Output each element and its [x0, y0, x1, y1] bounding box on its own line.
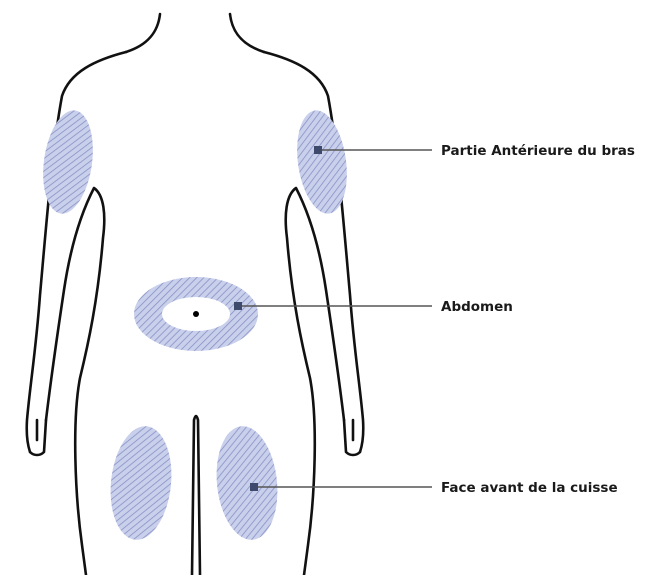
- left-inner-arm-outline: [46, 188, 104, 575]
- arm-label: Partie Antérieure du bras: [441, 143, 635, 159]
- crotch-outline: [192, 416, 200, 575]
- navel: [193, 311, 199, 317]
- thigh-marker: [250, 483, 258, 491]
- neck-right-outline: [230, 14, 264, 52]
- arm-marker: [314, 146, 322, 154]
- left-arm-injection-zone: [37, 107, 99, 217]
- abdomen-marker: [234, 302, 242, 310]
- neck-left-outline: [126, 14, 160, 52]
- thigh-callout: Face avant de la cuisse: [250, 480, 618, 496]
- right-arm-injection-zone: [291, 107, 353, 217]
- right-inner-arm-outline: [286, 188, 344, 575]
- left-hand-outline: [30, 420, 46, 455]
- arm-callout: Partie Antérieure du bras: [314, 143, 635, 159]
- abdomen-label: Abdomen: [441, 299, 513, 315]
- right-thigh-injection-zone: [211, 423, 283, 543]
- thigh-label: Face avant de la cuisse: [441, 480, 618, 496]
- abdomen-callout: Abdomen: [234, 299, 513, 315]
- right-hand-outline: [344, 420, 360, 455]
- left-thigh-injection-zone: [105, 423, 177, 543]
